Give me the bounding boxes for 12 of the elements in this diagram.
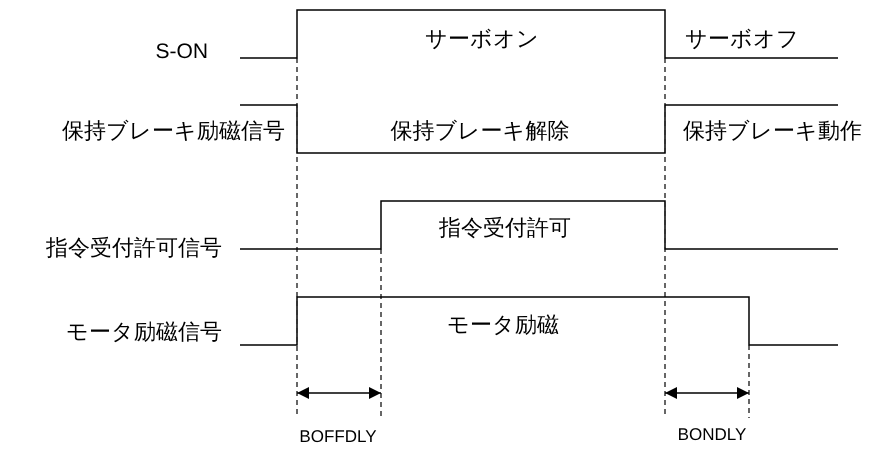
signal-name: 保持ブレーキ励磁信号 [62, 120, 285, 142]
delay-label: BOFFDLY [299, 428, 377, 445]
state-label: サーボオン [425, 28, 539, 50]
state-label: 保持ブレーキ解除 [390, 120, 570, 142]
signal-name: モータ励磁信号 [66, 321, 222, 343]
state-label: サーボオフ [685, 28, 799, 50]
signal-name: S-ON [156, 41, 208, 62]
delay-label: BONDLY [678, 426, 746, 443]
signal-name: 指令受付許可信号 [46, 237, 222, 259]
state-label: モータ励磁 [447, 314, 559, 336]
state-label: 保持ブレーキ動作 [683, 120, 862, 142]
state-label: 指令受付許可 [439, 217, 571, 239]
